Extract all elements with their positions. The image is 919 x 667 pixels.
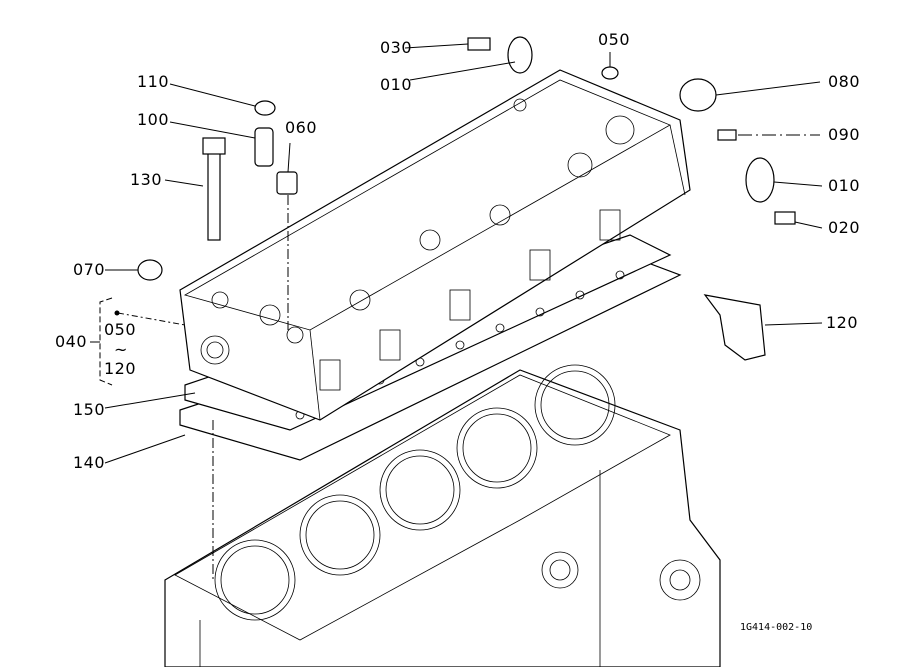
callout-060: 060 xyxy=(285,118,318,137)
callout-090: 090 xyxy=(828,125,861,144)
callout-110: 110 xyxy=(137,72,170,91)
callout-040-range-to: 120 xyxy=(104,359,137,378)
part-010-right xyxy=(745,157,775,203)
part-090 xyxy=(717,129,737,141)
callout-040-range-from: 050 xyxy=(104,320,137,339)
part-080 xyxy=(679,78,717,112)
part-130-head xyxy=(202,137,226,155)
callout-030: 030 xyxy=(380,38,413,57)
callout-050-top: 050 xyxy=(598,30,631,49)
part-100 xyxy=(254,127,274,167)
part-130-bolt xyxy=(207,139,221,241)
callout-010-right: 010 xyxy=(828,176,861,195)
part-110 xyxy=(254,100,276,116)
callout-040: 040 xyxy=(55,332,88,351)
callout-080: 080 xyxy=(828,72,861,91)
part-050 xyxy=(601,66,619,80)
part-120 xyxy=(703,294,766,361)
cylinder-block xyxy=(164,364,721,667)
callout-120: 120 xyxy=(826,313,859,332)
part-030 xyxy=(467,37,491,51)
callout-140: 140 xyxy=(73,453,106,472)
callout-150: 150 xyxy=(73,400,106,419)
callout-020: 020 xyxy=(828,218,861,237)
callout-070: 070 xyxy=(73,260,106,279)
part-060 xyxy=(276,171,298,195)
drawing-code: 1G414-002-10 xyxy=(740,622,813,633)
callout-040-range-tilde: ~ xyxy=(114,340,128,359)
part-020 xyxy=(774,211,796,225)
callout-010-top: 010 xyxy=(380,75,413,94)
part-010-top xyxy=(507,36,533,74)
callout-100: 100 xyxy=(137,110,170,129)
callout-130: 130 xyxy=(130,170,163,189)
part-070 xyxy=(137,259,163,281)
small-parts xyxy=(137,36,796,361)
cylinder-head xyxy=(179,69,691,421)
leader-lines xyxy=(90,43,823,580)
